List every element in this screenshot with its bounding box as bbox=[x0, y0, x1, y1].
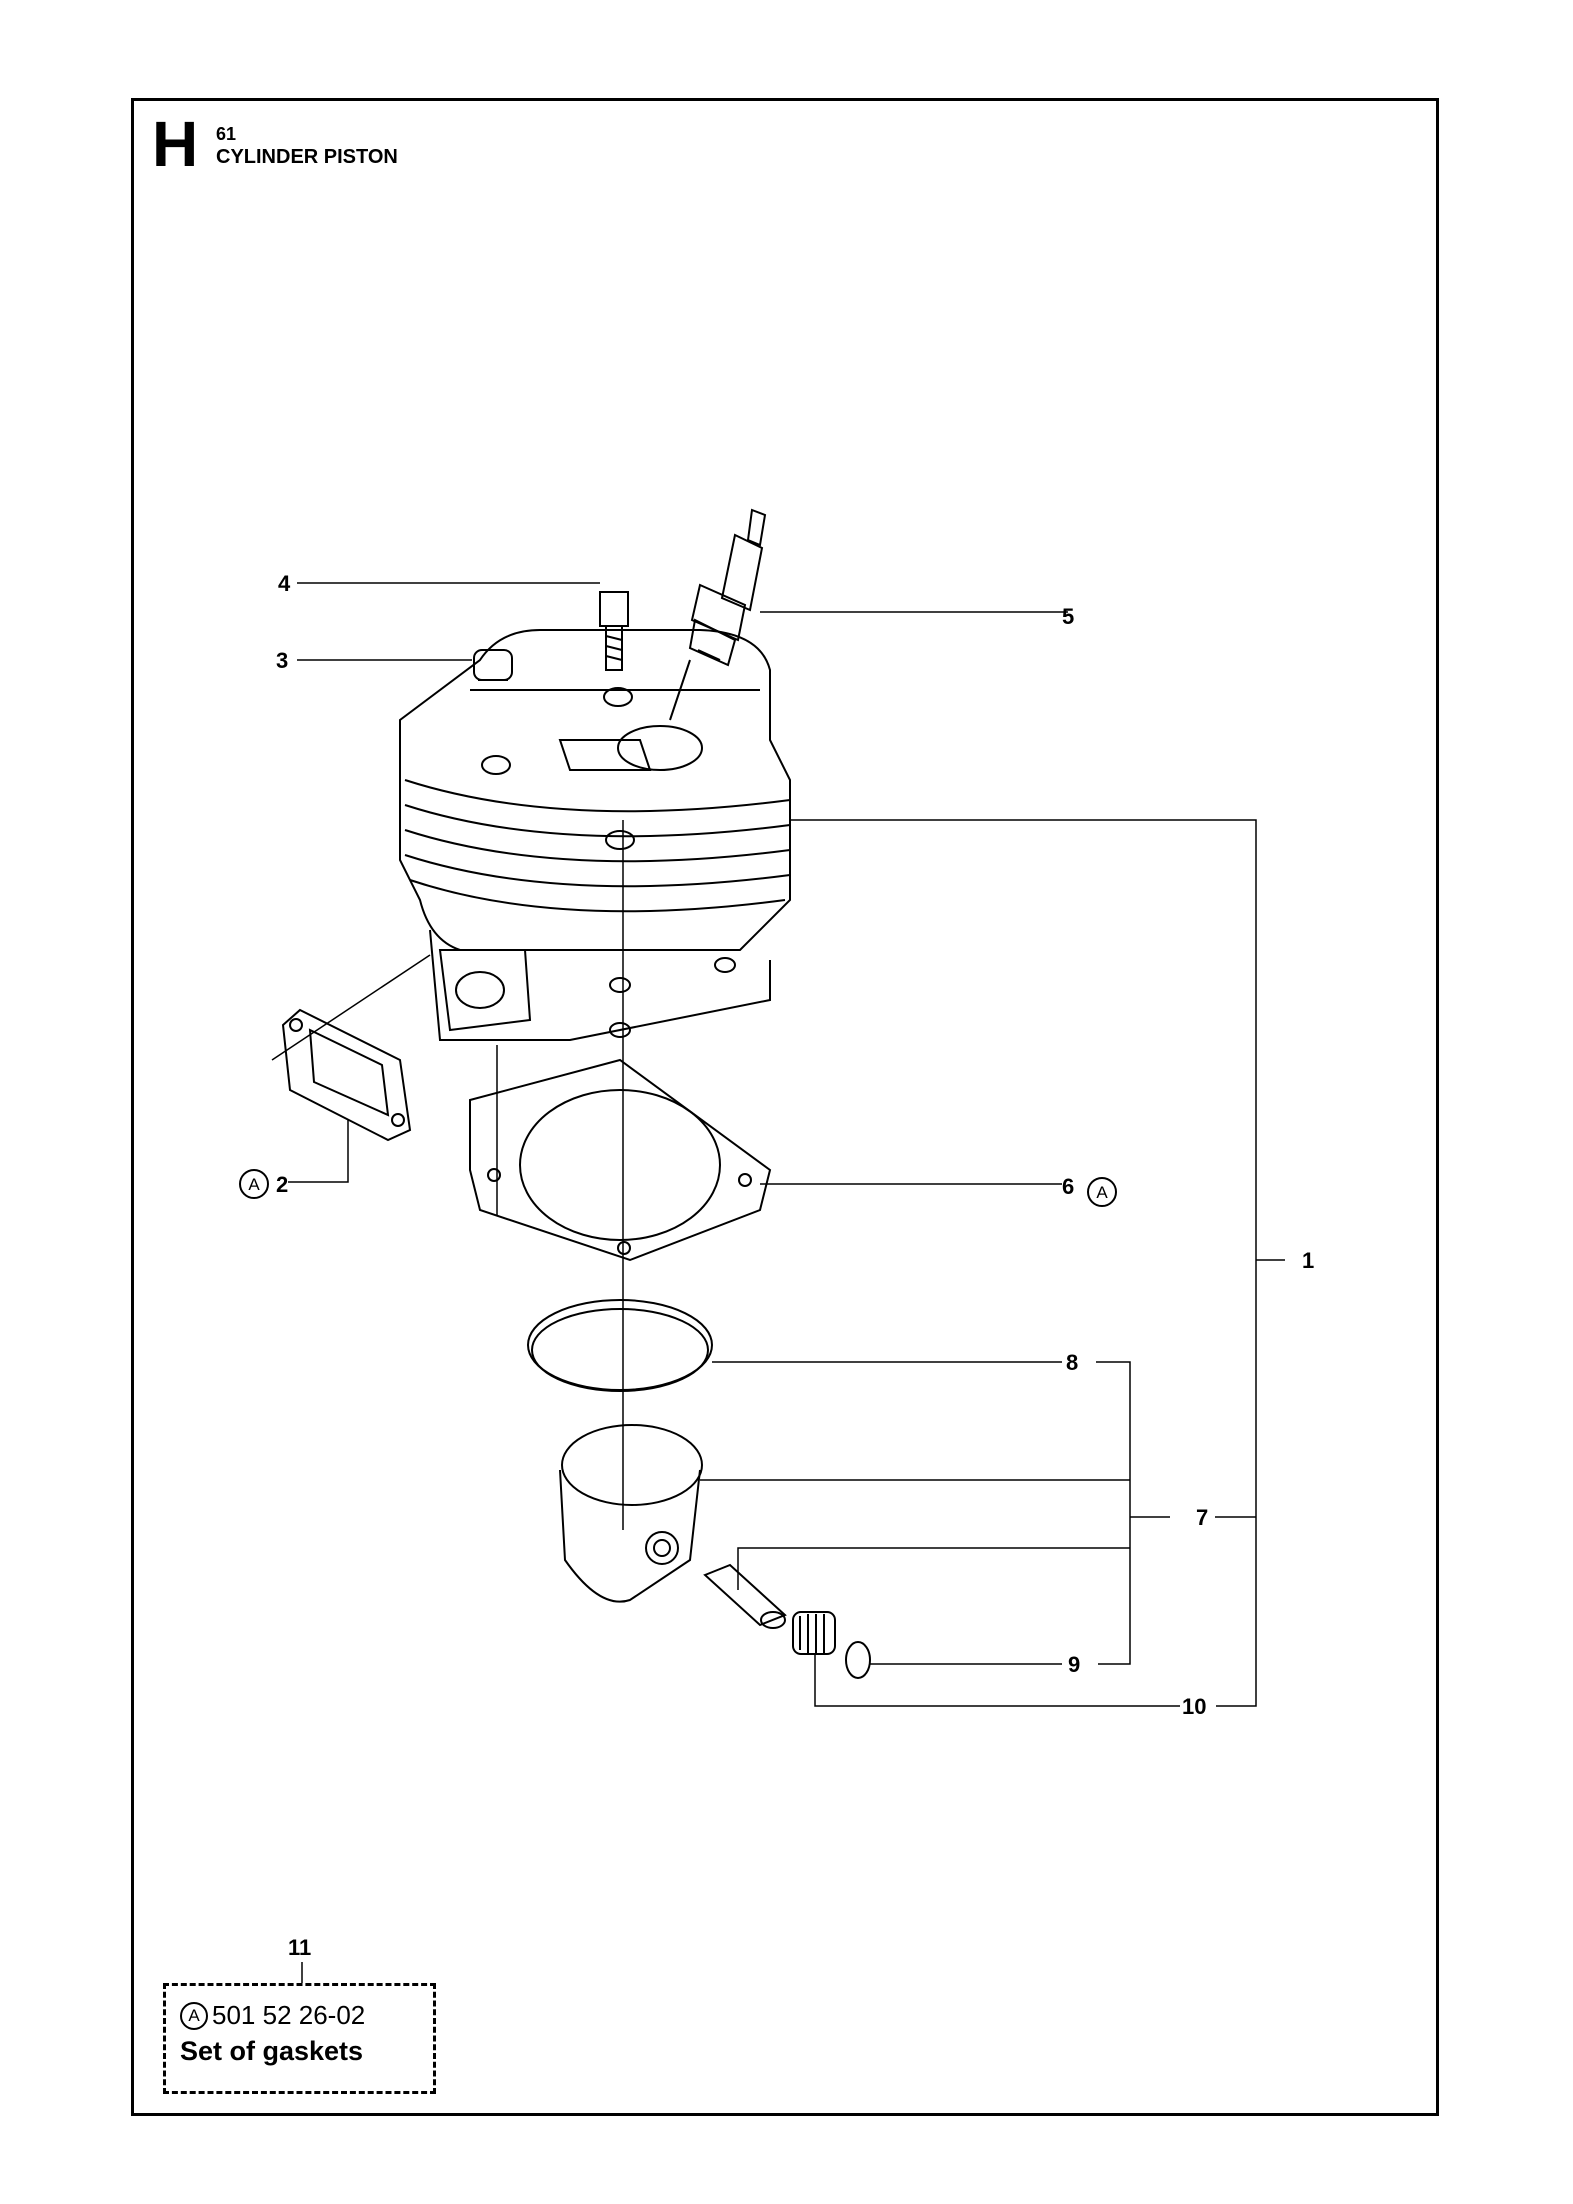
kit-marker-icon: A bbox=[180, 2001, 208, 2030]
piston-drawing bbox=[559, 1424, 703, 1603]
callout-1: 1 bbox=[1302, 1248, 1314, 1273]
plug-drawing bbox=[473, 649, 513, 681]
callout-3: 3 bbox=[276, 648, 288, 673]
spark-plug-drawing bbox=[669, 508, 767, 721]
kit-marker-icon bbox=[239, 1169, 1117, 1207]
screw-drawing bbox=[599, 591, 629, 671]
kit-marker-letter: A bbox=[1096, 1183, 1108, 1202]
callout-5: 5 bbox=[1062, 604, 1074, 629]
needle-bearing-drawing bbox=[792, 1611, 836, 1655]
callout-10: 10 bbox=[1182, 1694, 1206, 1719]
base-gasket-drawing bbox=[469, 1058, 772, 1262]
page-frame bbox=[131, 98, 1439, 2116]
kit-part-number: 501 52 26-02 bbox=[212, 2000, 366, 2030]
exhaust-gasket-drawing bbox=[281, 1008, 412, 1142]
callout-9: 9 bbox=[1068, 1652, 1080, 1677]
callout-8: 8 bbox=[1066, 1350, 1078, 1375]
kit-name: Set of gaskets bbox=[180, 2036, 364, 2066]
section-title: CYLINDER PISTON bbox=[216, 146, 398, 168]
callout-4: 4 bbox=[278, 571, 291, 596]
cylinder-drawing bbox=[399, 629, 791, 1041]
circlip-drawing bbox=[845, 1641, 871, 1679]
kit-marker-letter: A bbox=[248, 1175, 260, 1194]
piston-pin-drawing bbox=[703, 1563, 787, 1629]
callout-7: 7 bbox=[1196, 1505, 1208, 1530]
section-number: 61 bbox=[216, 124, 237, 144]
callout-11: 11 bbox=[288, 1935, 311, 1960]
kit-code-row: A 501 52 26-02 bbox=[180, 2000, 365, 2031]
gasket-kit-box: A 501 52 26-02 Set of gaskets bbox=[163, 1983, 436, 2094]
callout-6: 6 bbox=[1062, 1174, 1074, 1199]
piston-ring-drawing bbox=[527, 1299, 713, 1392]
section-letter: H bbox=[152, 108, 199, 180]
callout-2: 2 bbox=[276, 1172, 288, 1197]
